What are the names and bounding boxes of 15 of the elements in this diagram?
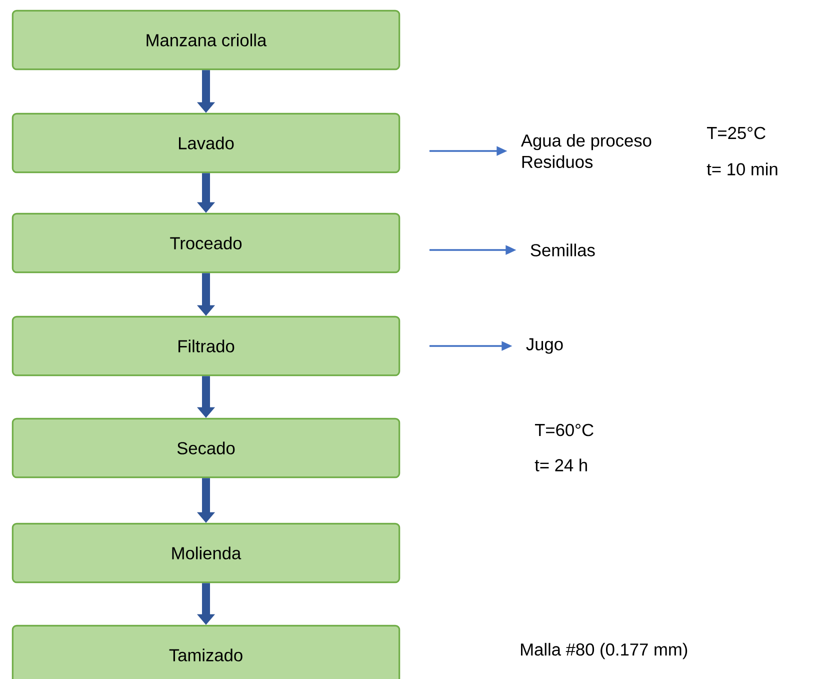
condition-label: t= 24 h [534,458,587,472]
process-box: Filtrado [12,316,400,376]
process-box: Secado [12,418,400,478]
process-box: Lavado [12,112,400,174]
output-text: Agua de proceso Residuos [520,134,652,168]
condition-label: T=25°C [707,126,766,140]
process-box: Manzana criolla [12,10,400,70]
output-text: Jugo [526,338,563,354]
output-text: Semillas [530,244,595,256]
process-box: Molienda [12,522,400,584]
process-box: Tamizado [12,624,400,679]
process-box: Troceado [12,212,400,274]
condition-label: Malla #80 (0.177 mm) [521,642,688,660]
condition-label: T=60°C [535,424,594,436]
condition-label: t= 10 min [706,162,778,176]
